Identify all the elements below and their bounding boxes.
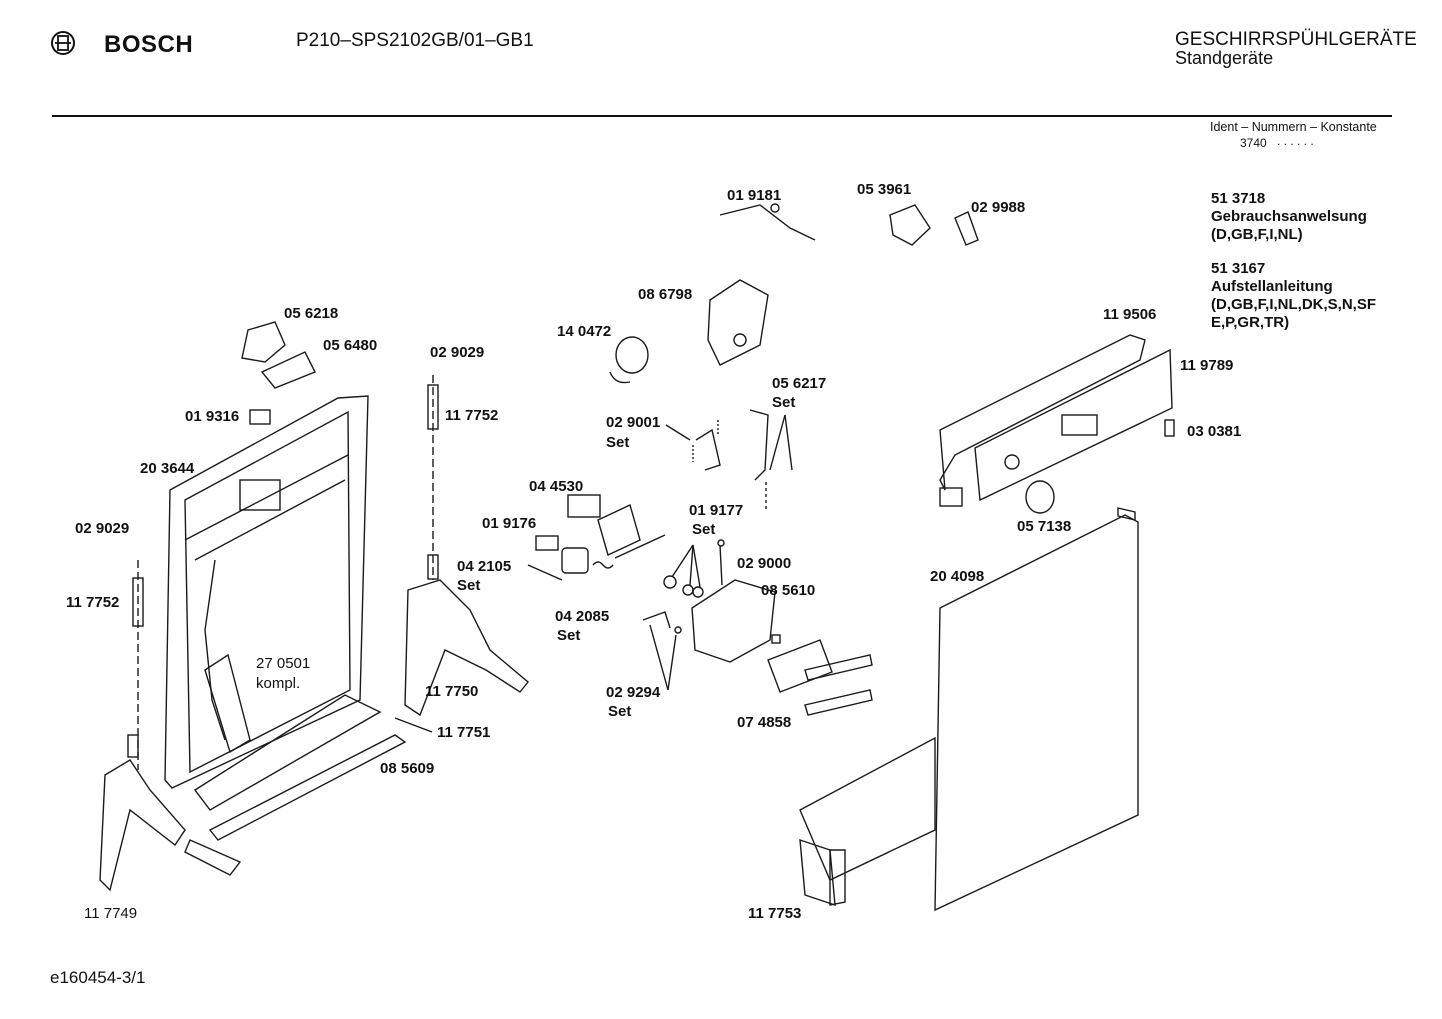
part-label: 01 9176 bbox=[482, 515, 537, 532]
part-label: 02 9294 bbox=[606, 684, 661, 701]
header-rule bbox=[52, 115, 1392, 117]
manual-note: 51 3718 Gebrauchsanwelsung (D,GB,F,I,NL) bbox=[1211, 190, 1367, 244]
part-label: 11 7750 bbox=[425, 683, 479, 700]
knob-05-7138 bbox=[1025, 480, 1055, 514]
timer-08-6798 bbox=[707, 279, 769, 366]
fascia-11-9789 bbox=[974, 348, 1173, 502]
lever-05-6217 bbox=[749, 409, 769, 481]
category-subtitle: Standgeräte bbox=[1175, 48, 1274, 68]
part-label: 08 5609 bbox=[380, 760, 435, 777]
bosch-logo bbox=[50, 30, 76, 61]
cable-01-9181 bbox=[719, 204, 816, 241]
bosch-armature-icon bbox=[51, 31, 75, 55]
trim-08-5609 bbox=[208, 734, 407, 841]
trim-11-7751 bbox=[193, 694, 382, 811]
clip-02-9988 bbox=[954, 211, 979, 246]
hook-05-6218 bbox=[241, 321, 286, 363]
part-label: Set bbox=[557, 627, 581, 644]
part-label: 11 9506 bbox=[1103, 306, 1157, 323]
manual-number: 51 3718 bbox=[1211, 190, 1266, 207]
part-label: 11 7752 bbox=[66, 594, 120, 611]
ident-dots: . . . . . . bbox=[1277, 134, 1314, 148]
part-label: 04 2105 bbox=[457, 558, 512, 575]
part-label: 05 6218 bbox=[284, 305, 339, 322]
part-label: 02 9029 bbox=[75, 520, 130, 537]
inner-door-frame bbox=[164, 395, 369, 789]
part-label: 05 3961 bbox=[857, 181, 912, 198]
ident-label: Ident – Nummern – Konstante bbox=[1210, 120, 1377, 134]
part-label: 20 3644 bbox=[140, 460, 195, 477]
part-label: Set bbox=[457, 577, 481, 594]
part-label: 02 9001 bbox=[606, 414, 661, 431]
model-number: P210–SPS2102GB/01–GB1 bbox=[296, 30, 534, 51]
install-title: Aufstellanleitung bbox=[1211, 278, 1333, 295]
hinge-11-7749 bbox=[99, 759, 186, 892]
part-label: 04 2085 bbox=[555, 608, 610, 625]
part-label: 02 9029 bbox=[430, 344, 485, 361]
kickplate-11-7753 bbox=[799, 736, 936, 881]
bracket-05-3961 bbox=[889, 204, 931, 246]
install-languages-cont: E,P,GR,TR) bbox=[1211, 314, 1290, 331]
part-label: 11 7749 bbox=[84, 905, 138, 922]
part-label: 14 0472 bbox=[557, 323, 612, 340]
part-label: 20 4098 bbox=[930, 568, 985, 585]
bracket-11-7750 bbox=[404, 579, 529, 717]
manual-title: Gebrauchsanwelsung bbox=[1211, 208, 1367, 225]
part-label: Set bbox=[606, 434, 630, 451]
knob-14-0472 bbox=[615, 336, 649, 374]
part-label: 02 9988 bbox=[971, 199, 1026, 216]
outer-door-20-4098 bbox=[934, 514, 1139, 912]
part-label: 01 9316 bbox=[185, 408, 240, 425]
part-label: kompl. bbox=[256, 675, 301, 692]
part-label: 27 0501 bbox=[256, 655, 311, 672]
ident-value: 3740 bbox=[1240, 136, 1267, 150]
part-label: 01 9177 bbox=[689, 502, 744, 519]
part-label: 11 7751 bbox=[437, 724, 491, 741]
install-note: 51 3167 Aufstellanleitung (D,GB,F,I,NL,D… bbox=[1211, 260, 1376, 332]
part-label: 04 4530 bbox=[529, 478, 584, 495]
part-label: Set bbox=[608, 703, 632, 720]
part-label: Set bbox=[772, 394, 796, 411]
part-label: 05 6217 bbox=[772, 375, 827, 392]
part-label: 05 6480 bbox=[323, 337, 378, 354]
part-label: 02 9000 bbox=[737, 555, 792, 572]
part-label: 11 9789 bbox=[1180, 357, 1234, 374]
part-label: Set bbox=[692, 521, 716, 538]
document-code: e160454-3/1 bbox=[50, 968, 146, 987]
wiring-harness bbox=[204, 559, 226, 741]
part-label: 07 4858 bbox=[737, 714, 792, 731]
part-label: 08 5610 bbox=[761, 582, 816, 599]
hook-05-6480 bbox=[260, 351, 316, 389]
seal-07-4858 bbox=[767, 639, 833, 693]
part-label: 08 6798 bbox=[638, 286, 693, 303]
gasket-04-4530 bbox=[567, 494, 601, 518]
part-label: 11 7752 bbox=[445, 407, 499, 424]
inner-door-panel bbox=[184, 410, 351, 774]
part-label: 11 7753 bbox=[748, 905, 802, 922]
seal-01-9176 bbox=[535, 535, 559, 551]
part-label: 05 7138 bbox=[1017, 518, 1072, 535]
control-panel-11-9506 bbox=[939, 334, 1146, 491]
part-label: 03 0381 bbox=[1187, 423, 1242, 440]
category-title: GESCHIRRSPÜHLGERÄTE bbox=[1175, 29, 1417, 50]
install-languages: (D,GB,F,I,NL,DK,S,N,SF bbox=[1211, 296, 1376, 313]
dispenser-08-5610 bbox=[691, 579, 776, 663]
clip-01-9316 bbox=[249, 409, 271, 425]
part-label: 01 9181 bbox=[727, 187, 782, 204]
manual-languages: (D,GB,F,I,NL) bbox=[1211, 226, 1303, 243]
clip-03-0381 bbox=[1164, 419, 1175, 437]
brand-name: BOSCH bbox=[104, 31, 194, 58]
install-number: 51 3167 bbox=[1211, 260, 1266, 277]
